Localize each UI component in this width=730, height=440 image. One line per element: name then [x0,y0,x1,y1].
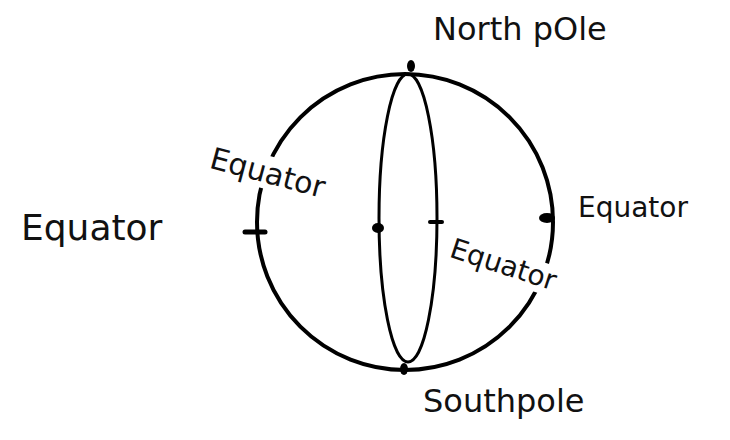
equator-label: Equator [204,141,332,205]
pole-label: North pOle [430,12,610,47]
globe-outline [257,74,553,370]
equator-label: Equator [18,208,165,248]
equator-mark [539,213,555,223]
equator-mark [372,223,384,233]
equator-label: Equator [443,233,563,298]
pole-mark [407,60,415,72]
equator-label: Equator [575,193,691,224]
meridian-ellipse [379,74,437,362]
equator-mark [245,230,265,235]
pole-label: Southpole [420,384,587,419]
pole-mark [400,363,408,375]
equator-mark [430,220,442,224]
